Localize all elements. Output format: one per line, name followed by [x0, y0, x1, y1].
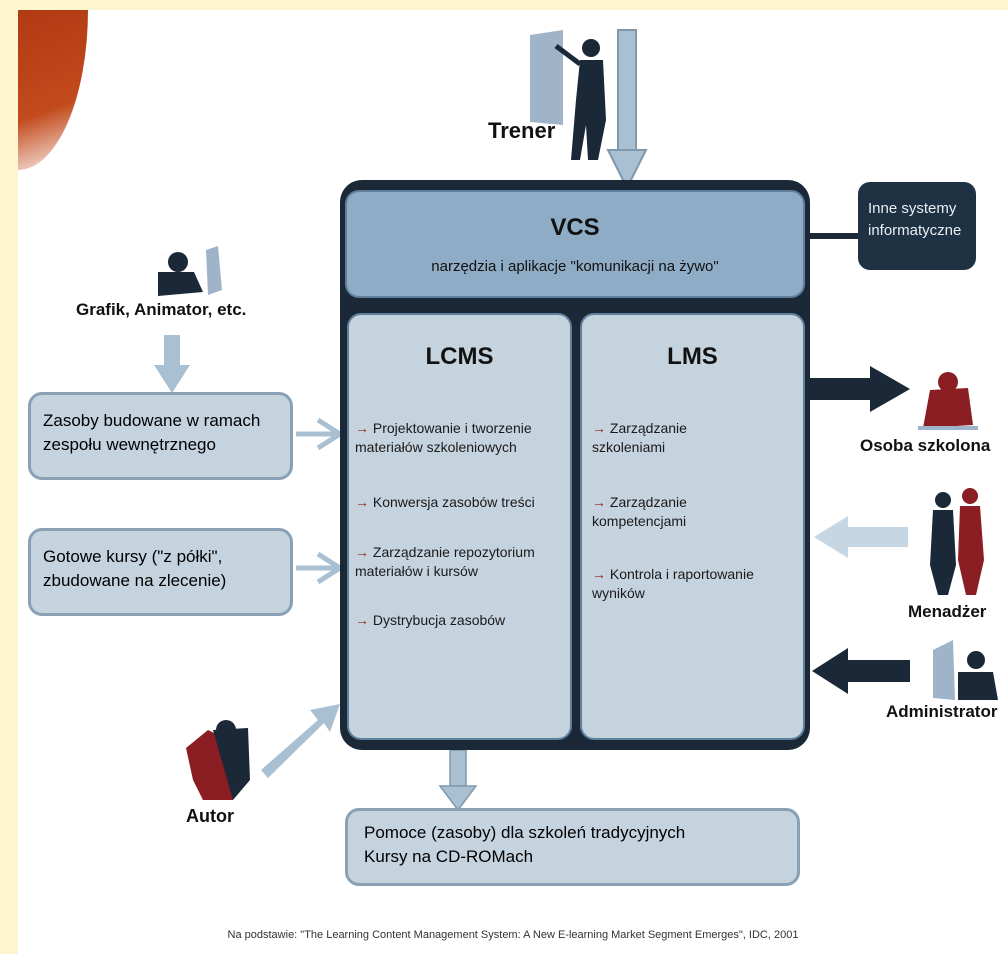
learner-icon — [918, 372, 978, 430]
managers-icon — [930, 488, 984, 595]
vcs-subtitle: narzędzia i aplikacje "komunikacji na ży… — [431, 258, 719, 275]
graphic-arrow — [154, 335, 190, 393]
ready-courses-line2: zbudowane na zlecenie) — [43, 571, 227, 590]
lms-title: LMS — [667, 343, 718, 370]
learner-arrow — [810, 366, 910, 412]
graphic-designer-icon — [158, 246, 222, 296]
other-systems-box: Inne systemy informatyczne — [858, 182, 976, 270]
traditional-training-box: Pomoce (zasoby) dla szkoleń tradycyjnych… — [345, 808, 800, 886]
lms-item: → Kontrola i raportowanie wyników — [592, 566, 754, 601]
diagram-canvas: Trener VCS narzędzia i aplikacje "komuni… — [18, 10, 1008, 954]
ready-courses-line1: Gotowe kursy ("z półki", — [43, 547, 223, 566]
lcms-item: → Projektowanie i tworzenie materiałów s… — [355, 420, 532, 455]
lcms-box: LCMS → Projektowanie i tworzenie materia… — [347, 313, 572, 740]
administrator-icon — [933, 640, 998, 700]
ready-to-lcms-arrow — [296, 551, 345, 585]
vcs-box: VCS narzędzia i aplikacje "komunikacji n… — [345, 190, 805, 298]
lcms-item: → Konwersja zasobów treści — [355, 494, 535, 510]
bottom-line1: Pomoce (zasoby) dla szkoleń tradycyjnych — [364, 823, 686, 842]
managers-label: Menadżer — [908, 602, 987, 621]
bottom-line2: Kursy na CD-ROMach — [364, 847, 534, 866]
other-systems-line1: Inne systemy — [868, 200, 957, 217]
lcms-item: → Zarządzanie repozytorium materiałów i … — [355, 544, 535, 579]
managers-arrow — [814, 516, 908, 558]
lms-item: → Zarządzanie szkoleniami — [592, 420, 687, 455]
internal-to-lcms-arrow — [296, 417, 345, 451]
admin-arrow — [812, 648, 910, 694]
lms-box: LMS → Zarządzanie szkoleniami → Zarządza… — [580, 313, 805, 740]
lcms-item: → Dystrybucja zasobów — [355, 612, 506, 628]
source-caption: Na podstawie: "The Learning Content Mana… — [227, 929, 799, 941]
lcms-down-arrow — [438, 749, 478, 812]
diagram-connectors — [154, 29, 998, 812]
trainer-icon — [530, 30, 606, 160]
vcs-title: VCS — [550, 214, 600, 241]
lms-item: → Zarządzanie kompetencjami — [592, 494, 687, 529]
trainer-label: Trener — [488, 118, 556, 143]
learner-label: Osoba szkolona — [860, 436, 991, 455]
author-label: Autor — [186, 806, 234, 826]
trainer-arrow — [606, 29, 648, 191]
internal-resources-line2: zespołu wewnętrznego — [43, 435, 216, 454]
author-icon — [186, 720, 250, 800]
lcms-title: LCMS — [425, 343, 494, 370]
ready-courses-box: Gotowe kursy ("z półki", zbudowane na zl… — [28, 528, 293, 616]
author-arrow — [261, 704, 340, 778]
other-systems-line2: informatyczne — [868, 222, 962, 239]
graphic-label: Grafik, Animator, etc. — [76, 300, 247, 319]
administrator-label: Administrator — [886, 702, 998, 721]
internal-resources-line1: Zasoby budowane w ramach — [43, 411, 261, 430]
internal-resources-box: Zasoby budowane w ramach zespołu wewnętr… — [28, 392, 293, 480]
